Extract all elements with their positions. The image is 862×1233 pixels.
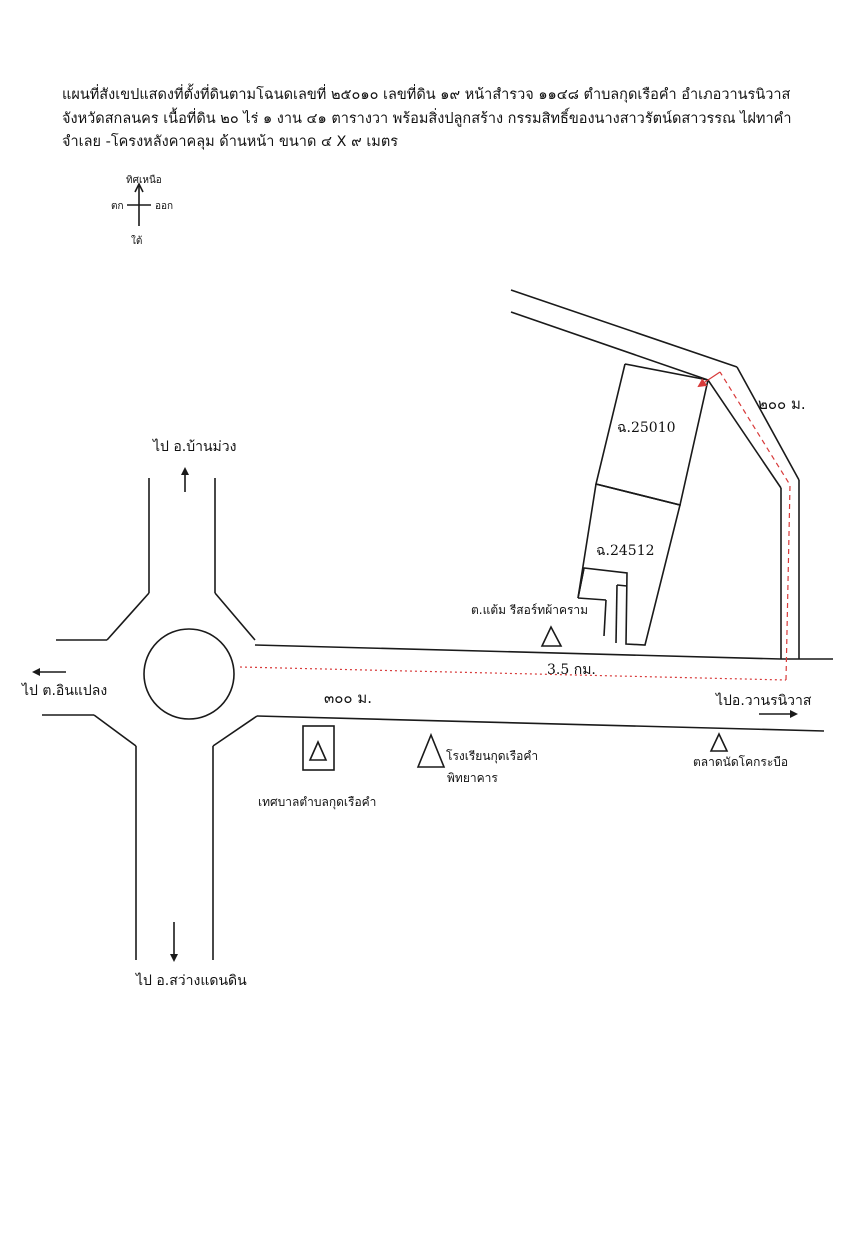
compass-east-label: ออก (155, 201, 174, 212)
distance-main-road: 3.5 กม. (547, 662, 596, 678)
distance-town: ๓๐๐ ม. (324, 689, 372, 707)
label-school-2: พิทยาคาร (447, 771, 498, 785)
label-market: ตลาดนัดโคกระบือ (693, 755, 789, 769)
municipality-building-icon (302, 725, 335, 771)
resort-marker-icon (540, 625, 563, 647)
label-to-in-plaeng: ไป ต.อินแปลง (22, 683, 108, 699)
parcel-24512-label: ฉ.24512 (596, 543, 655, 559)
compass-north-label: ทิศเหนือ (126, 175, 162, 186)
map-title: แผนที่สังเขปแสดงที่ตั้งที่ดินตามโฉนดเลขท… (62, 84, 832, 155)
title-line-1: แผนที่สังเขปแสดงที่ตั้งที่ดินตามโฉนดเลขท… (62, 87, 791, 103)
market-marker-icon (709, 732, 729, 752)
label-to-ban-muang: ไป อ.บ้านม่วง (153, 439, 237, 455)
compass-south-label: ใต้ (131, 236, 143, 247)
distance-side-road: ๒๐๐ ม. (758, 395, 806, 413)
school-marker-icon (416, 732, 446, 768)
parcel-24512 (577, 483, 681, 646)
compass-icon (127, 182, 151, 226)
title-line-2: จังหวัดสกลนคร เนื้อที่ดิน ๒๐ ไร่ ๑ งาน ๔… (62, 110, 792, 127)
parcel-25010-label: ฉ.25010 (617, 420, 676, 436)
label-school-1: โรงเรียนกุดเรือคำ (446, 749, 539, 763)
title-line-3: จำเลย -โครงหลังคาคลุม ด้านหน้า ขนาด ๔ X … (62, 134, 399, 150)
route-arrow-icon (697, 371, 721, 388)
label-resort: ต.แต้ม รีสอร์ทผ้าคราม (471, 603, 589, 617)
label-municipality: เทศบาลตำบลกุดเรือคำ (258, 795, 377, 809)
label-to-wanon: ไปอ.วานรนิวาส (716, 693, 812, 709)
roundabout (143, 628, 235, 720)
label-to-sawang: ไป อ.สว่างแดนดิน (136, 973, 247, 989)
route-line (239, 371, 791, 681)
compass-west-label: ตก (111, 201, 124, 212)
